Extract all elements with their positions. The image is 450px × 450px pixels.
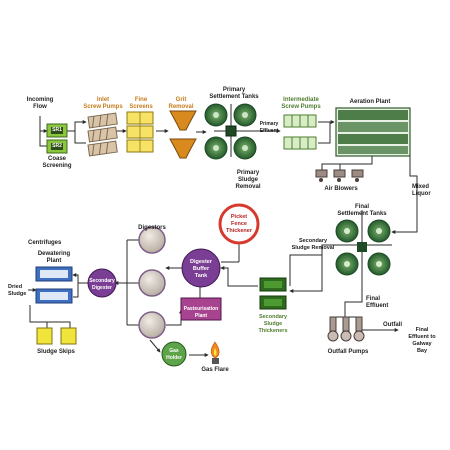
label-grit-removal: Grit Removal	[168, 97, 194, 110]
digestors	[138, 226, 166, 339]
air-blowers	[315, 169, 364, 182]
label-sr2: SR2	[52, 143, 62, 149]
label-primary-effluent: Primary Effluent	[259, 121, 279, 134]
label-final-effluent: Final Effluent	[366, 296, 389, 309]
label-picket-fence-thickener: Picket Fence Thickener	[226, 214, 252, 234]
label-digestors: Digestors	[138, 225, 166, 231]
label-dewatering-plant: Dewatering Plant	[37, 251, 71, 264]
label-primary-sludge-removal: Primary Sludge Removal	[235, 170, 261, 190]
label-gas-holder: Gas Holder	[166, 348, 182, 361]
flow-lines	[28, 104, 418, 357]
primary-settlement-tanks	[204, 103, 257, 160]
grit-removal	[169, 110, 197, 159]
coarse-screens	[46, 123, 68, 154]
sludge-skips	[36, 327, 77, 345]
label-fine-screens: Fine Screens	[129, 97, 153, 110]
label-centrifuges: Centrifuges	[28, 240, 62, 246]
label-digester-buffer-tank: Digester Buffer Tank	[189, 259, 212, 279]
label-secondary-sludge-thickeners: Secondary Sludge Thickeners	[258, 314, 288, 334]
label-sr1: SR1	[52, 127, 62, 133]
outfall-pumps	[327, 316, 365, 342]
label-pasteurisation-plant: Pasteurisation Plant	[183, 306, 219, 319]
gas-flare	[210, 341, 220, 364]
label-gas-flare: Gas Flare	[201, 367, 229, 373]
final-settlement-tanks	[335, 219, 391, 276]
pasteurisation-plant	[180, 297, 222, 321]
picket-fence-thickener	[218, 203, 260, 245]
label-secondary-sludge-removal: Secondary Sludge Removal	[291, 238, 335, 251]
label-secondary-digester: Secondary Digester	[89, 278, 115, 291]
label-coarse-screening: Coase Screening	[42, 156, 72, 169]
label-mixed-liquor: Mixed Liquor	[412, 184, 431, 197]
label-outfall: Outfall	[383, 322, 402, 328]
secondary-digester	[87, 268, 117, 298]
label-aeration-plant: Aeration Plant	[349, 99, 391, 105]
label-air-blowers: Air Blowers	[324, 186, 358, 192]
label-outfall-pumps: Outfall Pumps	[327, 349, 369, 355]
label-final-settlement-tanks: Final Settlement Tanks	[337, 204, 387, 217]
dewatering-plant	[35, 266, 73, 304]
label-final-effluent-to-galway-bay: Final Effluent to Galway Bay	[408, 327, 436, 354]
fine-screens	[126, 111, 154, 153]
intermediate-screw-pumps	[283, 114, 317, 150]
digester-buffer-tank	[181, 248, 221, 288]
inlet-screw-pumps	[87, 112, 118, 157]
label-intermediate-screw-pumps: Intermediate Screw Pumps	[281, 97, 321, 110]
gas-holder	[161, 341, 187, 367]
label-dried-sludge: Dried Sludge	[8, 284, 27, 297]
label-inlet-screw-pumps: Inlet Screw Pumps	[83, 97, 123, 110]
aeration-plant	[335, 107, 411, 157]
label-sludge-skips: Sludge Skips	[37, 349, 75, 355]
secondary-sludge-thickeners	[259, 277, 287, 310]
label-incoming-flow: Incoming Flow	[26, 97, 54, 110]
label-primary-settlement-tanks: Primary Settlement Tanks	[209, 87, 259, 100]
